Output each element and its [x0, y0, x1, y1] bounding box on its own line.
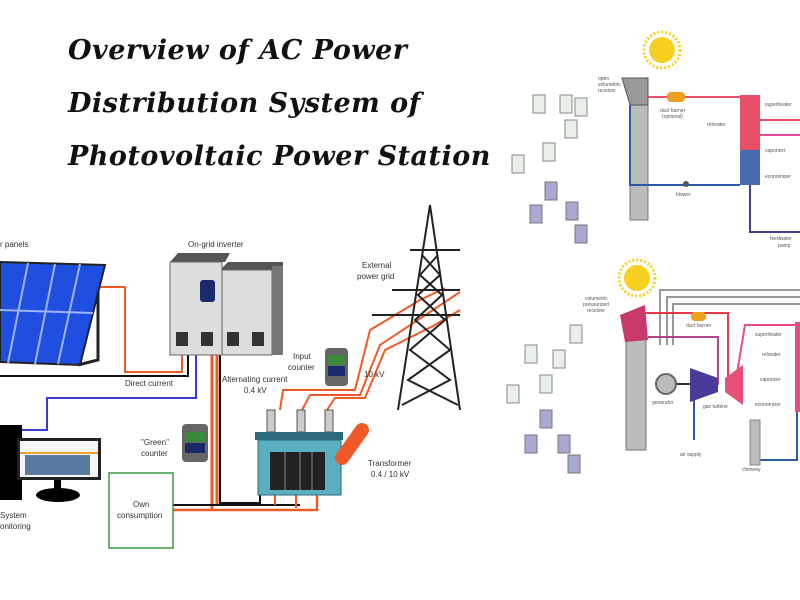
title-line-3: Photovoltaic Power Station — [68, 141, 491, 172]
superheater-label-bottom: superheater — [755, 332, 782, 338]
heliostats-top — [511, 94, 588, 174]
pressurized-receiver-label-2: pressurized — [583, 302, 609, 308]
economizer-label: economizer — [765, 174, 791, 180]
external-grid-label-1: External — [362, 261, 392, 270]
input-counter-label-2: counter — [288, 363, 315, 372]
solar-tower-diagram-top: open volumetric receiver duct burner (op… — [511, 30, 800, 249]
open-receiver-label-3: receiver — [598, 88, 616, 94]
duct-burner-label-bottom: duct burner — [686, 323, 712, 329]
power-pylon — [372, 204, 461, 411]
chimney-label: chimney — [742, 467, 761, 473]
solar-panels-label: r panels — [0, 240, 28, 249]
transformer-label-1: Transformer — [368, 459, 412, 468]
title-line-1: Overview of AC Power — [68, 35, 408, 66]
economizer-label-bottom: economizer — [755, 402, 781, 408]
own-consumption-label-2: consumption — [117, 511, 162, 520]
transformer — [255, 409, 369, 496]
grid-voltage-label: 10 kV — [364, 370, 385, 379]
generator-label: generator — [652, 400, 674, 406]
monitoring-label-2: onitoring — [0, 522, 31, 531]
own-consumption-label-1: Own — [133, 500, 149, 509]
external-grid-label-2: power grid — [357, 272, 394, 281]
air-supply-label: air supply — [680, 452, 702, 458]
duct-burner-label-1: duct burner — [660, 108, 686, 114]
title-line-2: Distribution System of — [68, 88, 421, 119]
inverter-label: On-grid inverter — [188, 240, 244, 249]
direct-current-label: Direct current — [125, 379, 174, 388]
sun-icon — [649, 37, 675, 63]
monitoring-computer — [0, 425, 101, 502]
pressurized-receiver-label-1: volumetric — [585, 296, 608, 302]
green-counter — [182, 424, 208, 462]
open-receiver-label-1: open — [598, 76, 609, 82]
vaporizer-label: vaporizer — [765, 148, 786, 154]
green-counter-label-2: counter — [141, 449, 168, 458]
pressurized-receiver-label-3: receiver — [587, 308, 605, 314]
green-counter-label-1: "Green" — [141, 438, 169, 447]
feedwater-label-1: feedwater — [770, 236, 792, 242]
duct-burner-label-2: (optional) — [662, 114, 683, 120]
own-consumption-box — [108, 472, 174, 549]
feedwater-label-2: pump — [778, 243, 791, 249]
vaporizer-label-bottom: vaporizer — [760, 377, 781, 383]
solar-panel-array — [0, 260, 107, 367]
on-grid-inverter — [169, 253, 283, 356]
superheater-label: superheater — [765, 102, 792, 108]
ac-label-1: Alternating current — [222, 375, 288, 384]
blower-label: blower — [676, 192, 691, 198]
ac-label-2: 0.4 kV — [244, 386, 267, 395]
input-counter — [325, 348, 348, 386]
input-counter-label-1: Input — [293, 352, 312, 361]
solar-tower-diagram-bottom: volumetric pressurized receiver duct bur… — [506, 258, 800, 474]
reheater-label-bottom: reheater — [762, 352, 781, 358]
transformer-label-2: 0.4 / 10 kV — [371, 470, 410, 479]
open-receiver-label-2: volumetric — [598, 82, 621, 88]
monitoring-label-1: System — [0, 511, 27, 520]
gas-turbine-label: gas turbine — [703, 404, 728, 410]
sun-icon-2 — [624, 265, 650, 291]
reheater-label: reheater — [707, 122, 726, 128]
